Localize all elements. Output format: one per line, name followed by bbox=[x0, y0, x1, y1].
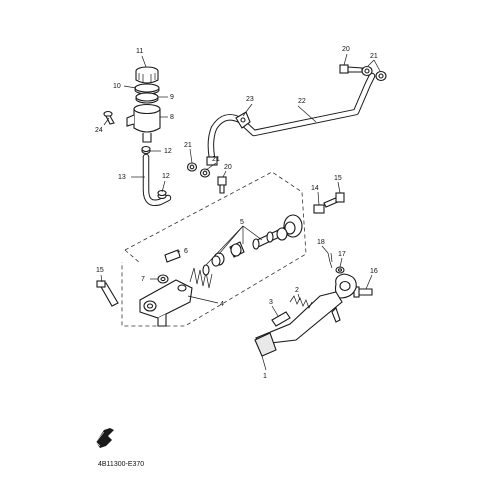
front-direction-arrow-icon bbox=[95, 428, 114, 448]
drawing-code: 4B11300-E370 bbox=[98, 461, 144, 468]
hose-fitting-lower bbox=[206, 156, 218, 166]
reservoir-tank bbox=[126, 103, 161, 143]
brake-hose bbox=[207, 72, 376, 162]
cotter-pin bbox=[327, 252, 333, 269]
callout-19: 18 bbox=[317, 239, 325, 246]
mount-bolt bbox=[96, 280, 119, 307]
push-rod bbox=[323, 192, 345, 208]
callout-12-upper: 12 bbox=[164, 148, 172, 155]
callout-24: 24 bbox=[95, 127, 103, 134]
adjuster-nut bbox=[313, 204, 325, 214]
union-bolt-lower bbox=[217, 176, 227, 194]
callout-21-mid: 21 bbox=[212, 156, 220, 163]
callout-9: 9 bbox=[170, 94, 174, 101]
return-spring bbox=[189, 264, 213, 289]
callout-15: 15 bbox=[334, 175, 342, 182]
gasket-lower bbox=[186, 162, 211, 178]
cup-seal-a bbox=[229, 241, 245, 258]
diaphragm bbox=[135, 92, 159, 104]
leader-lines bbox=[100, 53, 381, 371]
circlip bbox=[276, 227, 288, 241]
union-bolt-upper bbox=[339, 64, 363, 74]
pedal-sleeve bbox=[271, 311, 291, 327]
cup-seal-b bbox=[211, 252, 225, 267]
callout-22: 22 bbox=[298, 98, 306, 105]
brake-pedal bbox=[254, 273, 357, 357]
callout-18: 17 bbox=[338, 251, 346, 258]
pedal-spring bbox=[289, 295, 313, 309]
callout-4: 4 bbox=[220, 301, 224, 308]
callout-20-upper: 20 bbox=[342, 46, 350, 53]
reservoir-cap bbox=[135, 66, 159, 84]
callout-3: 3 bbox=[269, 299, 273, 306]
fitting-oring bbox=[157, 274, 169, 284]
callout-5: 5 bbox=[240, 219, 244, 226]
banjo-fitting bbox=[164, 249, 181, 263]
gasket-upper bbox=[361, 65, 387, 82]
callout-14: 14 bbox=[311, 185, 319, 192]
callout-8: 8 bbox=[170, 114, 174, 121]
callout-16: 15 bbox=[96, 267, 104, 274]
callout-labels: 11 10 9 8 24 12 13 12 23 22 20 21 21 21 … bbox=[95, 46, 378, 380]
callout-12-lower: 12 bbox=[162, 173, 170, 180]
callout-10: 10 bbox=[113, 83, 121, 90]
callout-6: 6 bbox=[184, 248, 188, 255]
washer bbox=[335, 266, 345, 274]
callout-20-lower: 20 bbox=[224, 164, 232, 171]
callout-17: 16 bbox=[370, 268, 378, 275]
reservoir-hose bbox=[142, 153, 172, 206]
pedal-bolt bbox=[353, 286, 373, 298]
callout-21-left: 21 bbox=[184, 142, 192, 149]
hose-clip-lower bbox=[157, 189, 167, 200]
reservoir-bolt bbox=[103, 110, 115, 125]
hose-clamp bbox=[235, 111, 251, 129]
hose-clip-upper bbox=[141, 145, 151, 155]
callout-13: 13 bbox=[118, 174, 126, 181]
callout-21-upper: 21 bbox=[370, 53, 378, 60]
callout-11: 11 bbox=[136, 48, 143, 55]
callout-2: 2 bbox=[295, 287, 299, 294]
callout-1: 1 bbox=[263, 373, 267, 380]
callout-7: 7 bbox=[141, 276, 145, 283]
dust-boot bbox=[283, 214, 303, 238]
master-cylinder-body bbox=[139, 279, 193, 327]
callout-23: 23 bbox=[246, 96, 254, 103]
